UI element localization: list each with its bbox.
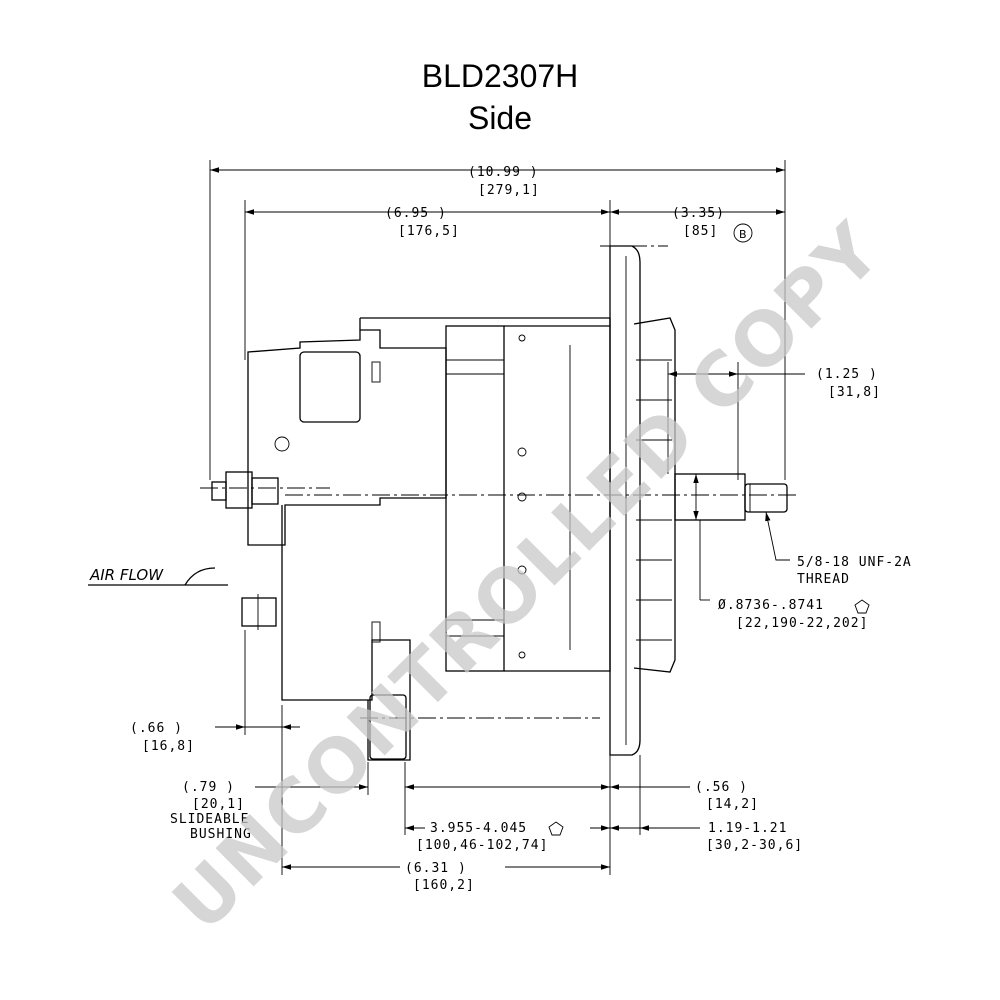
extension-lines [209, 160, 786, 875]
overall-length-metric: [279,1] [478, 183, 540, 198]
shaft-diameter-imperial: Ø.8736-.8741 [718, 598, 824, 613]
bushing-label-2: BUSHING [190, 827, 252, 842]
body-length-metric: [176,5] [398, 224, 460, 239]
bushing-label-1: SLIDEABLE [170, 812, 249, 827]
mount-span-imperial: 3.955-4.045 [430, 821, 527, 836]
front-length-metric: [85] [683, 224, 718, 239]
bushing-imperial: (.79 ) [182, 780, 235, 795]
view-title: Side [467, 100, 533, 136]
datum-b-label: B [739, 228, 747, 241]
overall-length-imperial: (10.99 ) [468, 165, 539, 180]
model-title: BLD2307H [421, 58, 579, 94]
air-flow-label: AIR FLOW [89, 566, 164, 584]
shaft-thread [744, 483, 788, 513]
body-length-imperial: (6.95 ) [385, 206, 447, 221]
rear-housing [247, 329, 447, 546]
flange-span-imperial: 1.19-1.21 [708, 821, 787, 836]
top-strap [359, 317, 611, 330]
terminal-ground [241, 597, 277, 627]
slideable-bushing [369, 694, 407, 760]
terminal-stud-b [211, 481, 227, 501]
shaft-length-imperial: (1.25 ) [816, 367, 878, 382]
drive-end-flange [609, 245, 641, 756]
air-flow-indicator: AIR FLOW [88, 566, 228, 586]
critical-dim-symbol-2 [548, 821, 564, 836]
shaft-hub [674, 473, 746, 521]
shaft-length-metric: [31,8] [828, 385, 881, 400]
flange-span-metric: [30,2-30,6] [706, 838, 803, 853]
flange-width-imperial: (.56 ) [695, 780, 748, 795]
mount-offset-metric: [16,8] [142, 739, 195, 754]
thread-spec: 5/8-18 UNF-2A [797, 555, 912, 570]
rear-length-metric: [160,2] [413, 878, 475, 893]
bushing-metric: [20,1] [192, 797, 245, 812]
datum-b-callout [733, 223, 753, 243]
critical-dim-symbol [854, 599, 870, 614]
dimension-lines [210, 167, 805, 870]
rear-lower-housing [281, 505, 411, 761]
thread-label: THREAD [797, 572, 850, 587]
mount-span-metric: [100,46-102,74] [416, 838, 548, 853]
shaft-diameter-metric: [22,190-22,202] [736, 616, 868, 631]
regulator-plug [299, 351, 361, 423]
stator-band [445, 325, 505, 672]
flange-width-metric: [14,2] [706, 797, 759, 812]
front-length-imperial: (3.35) [672, 206, 725, 221]
rear-length-imperial: (6.31 ) [405, 861, 467, 876]
terminal-washer-b [251, 477, 279, 505]
mount-offset-imperial: (.66 ) [130, 721, 183, 736]
alternator-body [211, 245, 788, 761]
